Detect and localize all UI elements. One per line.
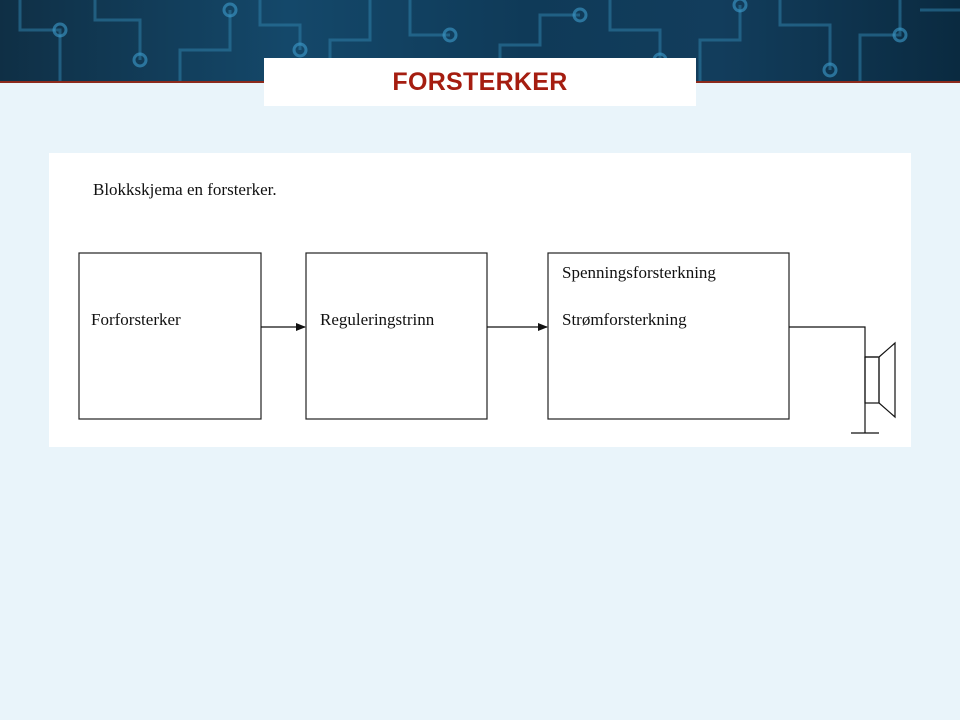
loudspeaker-icon [864, 341, 896, 419]
block-diagram: Blokkskjema en forsterker. Forforsterker… [78, 180, 896, 434]
diagram-caption: Blokkskjema en forsterker. [93, 180, 277, 199]
circuit-pattern-icon [18, 0, 960, 82]
block-sluttrinn [547, 252, 790, 420]
page-title: FORSTERKER [392, 67, 568, 96]
block-diagram-panel: Blokkskjema en forsterker. Forforsterker… [49, 153, 911, 447]
block-sluttrinn-label-2: Strømforsterkning [562, 310, 687, 329]
block-reguleringstrinn-label: Reguleringstrinn [320, 310, 435, 329]
output-wire [789, 326, 878, 358]
block-sluttrinn-label-1: Spenningsforsterkning [562, 263, 716, 282]
title-box: FORSTERKER [264, 58, 696, 106]
block-reguleringstrinn [305, 252, 488, 420]
block-forforsterker [78, 252, 262, 420]
block-forforsterker-label: Forforsterker [91, 310, 181, 329]
